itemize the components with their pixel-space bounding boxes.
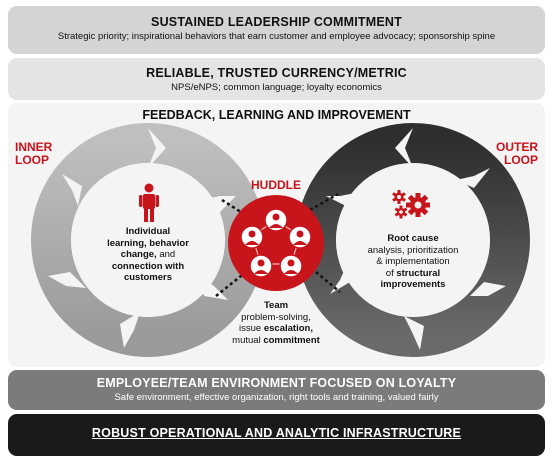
inner-text-line1: Individual xyxy=(125,226,171,237)
outer-text-line4: of structural xyxy=(343,268,483,280)
outer-text-line4-bold: structural xyxy=(396,267,441,279)
metric-title: RELIABLE, TRUSTED CURRENCY/METRIC xyxy=(146,66,407,80)
huddle-text-line4-bold: commitment xyxy=(263,334,320,346)
huddle-text-line3-bold: escalation, xyxy=(263,323,313,334)
huddle-text-line1: Team xyxy=(263,300,289,311)
outer-text-line5: improvements xyxy=(380,279,446,290)
inner-text-line4: connection with xyxy=(111,260,185,272)
inner-loop-ring xyxy=(31,123,265,357)
person-icon xyxy=(139,183,159,222)
huddle-label: HUDDLE xyxy=(251,178,301,192)
inner-loop-label-line2: LOOP xyxy=(15,153,50,167)
team-icon xyxy=(228,195,324,291)
leadership-subtitle: Strategic priority; inspirational behavi… xyxy=(57,31,496,42)
huddle-text-line3-rest: issue xyxy=(239,323,264,334)
outer-text-line3: & implementation xyxy=(376,256,450,267)
inner-loop-label-line1: INNER xyxy=(15,140,53,154)
inner-text-line3: change, and xyxy=(88,249,208,261)
environment-band: EMPLOYEE/TEAM ENVIRONMENT FOCUSED ON LOY… xyxy=(8,370,545,410)
feedback-title: FEEDBACK, LEARNING AND IMPROVEMENT xyxy=(142,108,411,122)
outer-text-line2: analysis, prioritization xyxy=(367,244,459,256)
gears-icon xyxy=(392,190,430,219)
huddle-text: Team problem-solving, issue escalation, … xyxy=(214,300,338,346)
huddle-text-line4-rest: mutual xyxy=(232,334,264,346)
huddle-connectors xyxy=(215,192,341,297)
outer-loop-label-line1: OUTER xyxy=(496,140,538,154)
inner-loop-text: Individual learning, behavior change, an… xyxy=(88,226,208,284)
leadership-band: SUSTAINED LEADERSHIP COMMITMENT Strategi… xyxy=(8,6,545,54)
environment-title: EMPLOYEE/TEAM ENVIRONMENT FOCUSED ON LOY… xyxy=(96,376,457,390)
inner-text-line2: learning, behavior xyxy=(107,237,189,249)
huddle-text-line2: problem-solving, xyxy=(241,311,311,323)
inner-text-line5: customers xyxy=(123,272,173,283)
outer-loop-text: Root cause analysis, prioritization & im… xyxy=(343,233,483,291)
outer-loop-label: OUTER LOOP xyxy=(496,141,538,167)
inner-text-line3-rest: and xyxy=(156,249,176,260)
leadership-title: SUSTAINED LEADERSHIP COMMITMENT xyxy=(151,15,402,29)
metric-band: RELIABLE, TRUSTED CURRENCY/METRIC NPS/eN… xyxy=(8,58,545,100)
infrastructure-title: ROBUST OPERATIONAL AND ANALYTIC INFRASTR… xyxy=(91,426,462,440)
outer-text-line1: Root cause xyxy=(387,233,439,244)
huddle-text-line4: mutual commitment xyxy=(214,335,338,347)
infrastructure-band: ROBUST OPERATIONAL AND ANALYTIC INFRASTR… xyxy=(8,414,545,456)
metric-subtitle: NPS/eNPS; common language; loyalty econo… xyxy=(171,82,382,93)
outer-text-line4-rest: of xyxy=(385,267,397,279)
inner-loop-label: INNER LOOP xyxy=(15,141,52,167)
huddle-text-line3: issue escalation, xyxy=(214,323,338,335)
environment-subtitle: Safe environment, effective organization… xyxy=(114,392,439,403)
inner-text-line3-bold: change, xyxy=(120,249,157,260)
outer-loop-label-line2: LOOP xyxy=(503,153,538,167)
